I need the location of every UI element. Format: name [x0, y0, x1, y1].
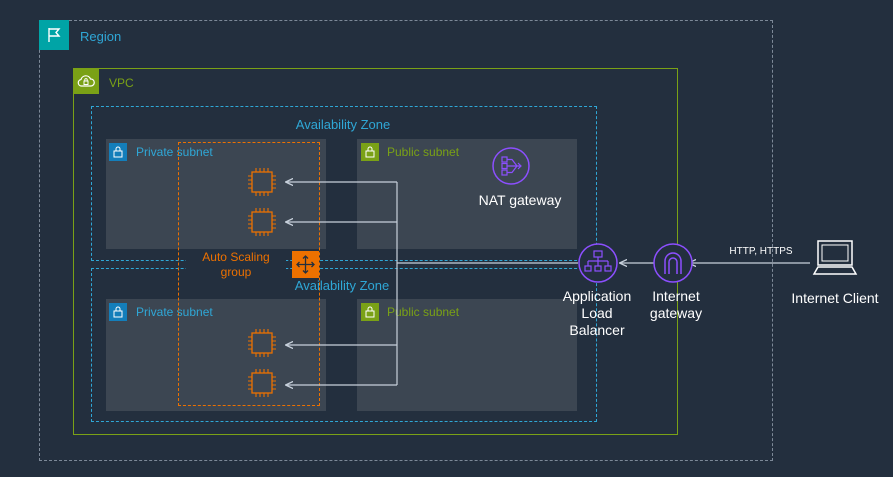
lock-icon	[109, 303, 127, 321]
private-subnet-1	[106, 139, 326, 249]
load-balancer-label: Application Load Balancer	[547, 288, 647, 339]
instance-icon	[248, 369, 276, 397]
auto-scaling-group	[178, 142, 320, 406]
instance-icon	[248, 208, 276, 236]
private-subnet-2	[106, 299, 326, 411]
public-subnet-1	[357, 139, 577, 249]
public-subnet-1-label: Public subnet	[387, 145, 460, 159]
nat-gateway-label: NAT gateway	[478, 192, 562, 208]
load-balancer-label-line: Load	[581, 305, 613, 321]
auto-scaling-icon	[292, 251, 319, 278]
client-computer-icon	[812, 240, 858, 275]
nat-gateway-icon	[492, 147, 530, 185]
lock-icon	[109, 143, 127, 161]
cloud-lock-icon	[73, 68, 99, 94]
flag-icon	[39, 20, 69, 50]
internet-gateway-label-line: Internet	[652, 288, 700, 304]
lock-icon	[361, 143, 379, 161]
instance-icon	[248, 329, 276, 357]
internet-gateway-label-line: gateway	[649, 305, 703, 321]
protocol-label: HTTP, HTTPS	[729, 246, 793, 257]
region-group	[39, 20, 773, 461]
internet-gateway-label: Internet gateway	[634, 288, 718, 322]
availability-zone-1-label: Availability Zone	[295, 117, 391, 132]
internet-client-label: Internet Client	[791, 290, 879, 306]
private-subnet-2-label: Private subnet	[136, 305, 213, 319]
public-subnet-2	[357, 299, 577, 411]
availability-zone-2	[91, 268, 597, 422]
instance-icon	[248, 168, 276, 196]
availability-zone-2-label: Availability Zone	[294, 278, 390, 293]
auto-scaling-label-line: Auto Scaling	[202, 250, 270, 264]
region-label: Region	[80, 29, 122, 44]
load-balancer-label-line: Balancer	[569, 322, 625, 338]
vpc-label: VPC	[109, 76, 134, 90]
availability-zone-1	[91, 106, 597, 261]
auto-scaling-label: Auto Scaling group	[186, 250, 286, 280]
public-subnet-2-label: Public subnet	[387, 305, 460, 319]
lock-icon	[361, 303, 379, 321]
private-subnet-1-label: Private subnet	[136, 145, 213, 159]
load-balancer-label-line: Application	[562, 288, 632, 304]
auto-scaling-label-line: group	[220, 265, 252, 279]
internet-gateway-icon	[653, 243, 693, 283]
load-balancer-icon	[578, 243, 618, 283]
